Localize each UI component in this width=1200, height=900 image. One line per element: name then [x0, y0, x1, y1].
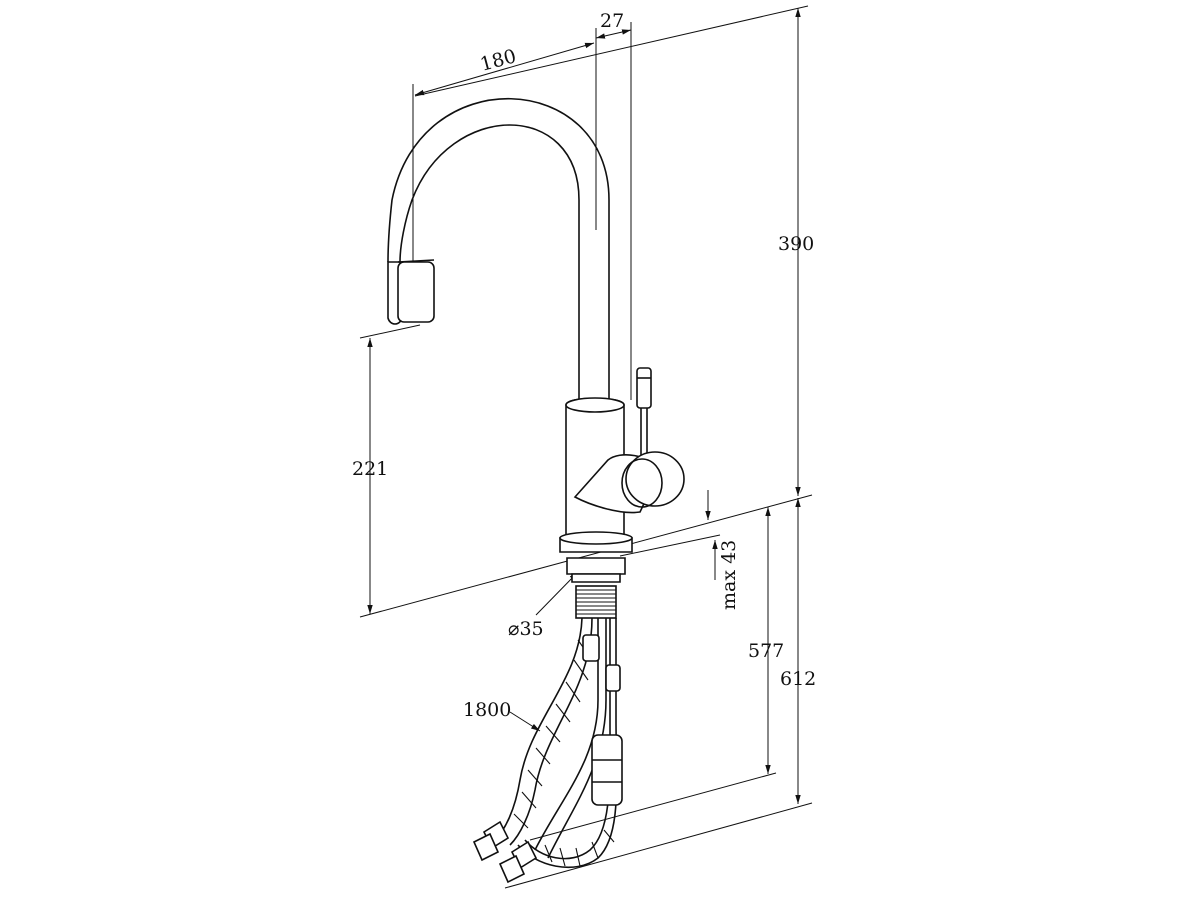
dimension-labels: 180 27 390 221 max 43 577 612 ⌀35 1800: [352, 10, 816, 721]
dim-27-label: 27: [600, 10, 624, 32]
left-hose-fitting: [472, 820, 510, 862]
shank-thread: [576, 589, 616, 615]
braid-hatching: [513, 639, 593, 829]
dim-max43-label: max 43: [718, 540, 740, 610]
dimension-lines: [367, 8, 801, 804]
extension-lines: [359, 5, 813, 889]
faucet-body: [387, 97, 685, 619]
dim-180-label: 180: [478, 45, 519, 76]
loop-hatching: [544, 829, 615, 867]
dim-577-label: 577: [748, 640, 784, 662]
dim-390-label: 390: [778, 233, 814, 255]
dim-612-label: 612: [780, 668, 816, 690]
right-hose-fitting: [498, 840, 538, 884]
supply-hoses: [472, 617, 623, 884]
dim-221-label: 221: [352, 458, 388, 480]
dim-1800-label: 1800: [463, 699, 511, 721]
dim-diameter-35-label: ⌀35: [508, 618, 544, 640]
